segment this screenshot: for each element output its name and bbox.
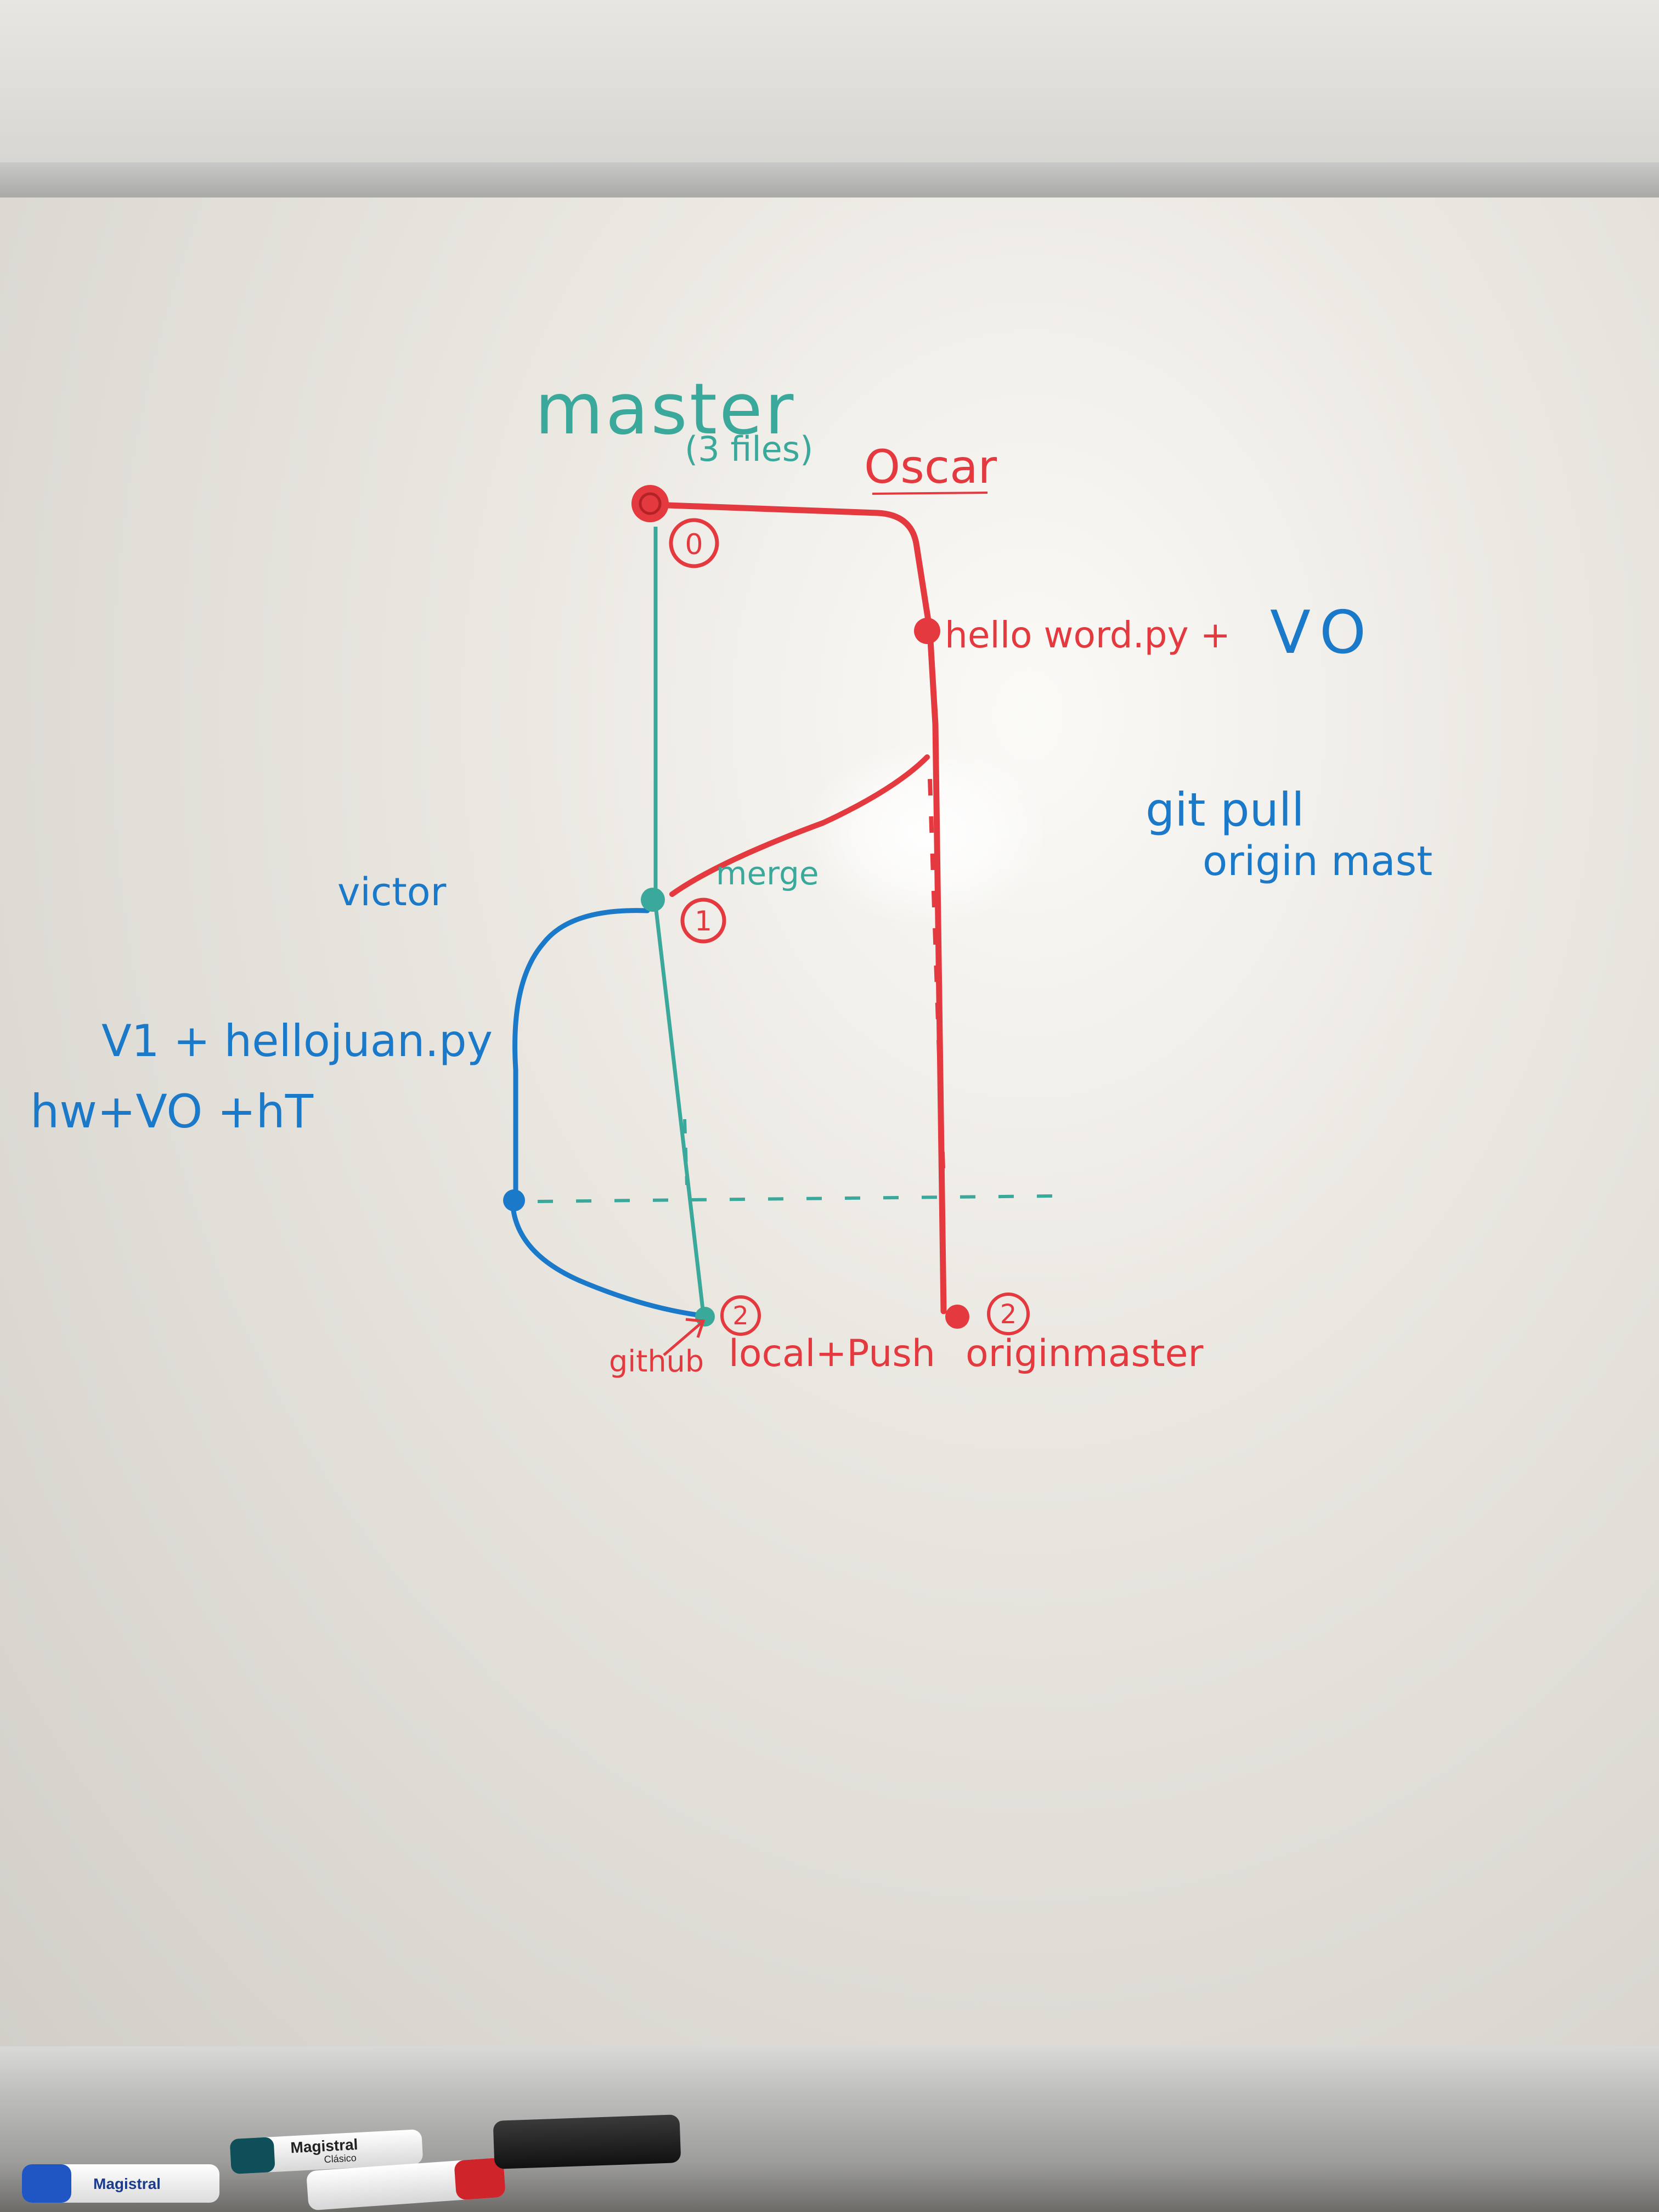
master-dashed-short (683, 1119, 689, 1186)
step-0-label: 0 (685, 528, 703, 561)
merge-curve (669, 754, 930, 897)
victor-label: victor (337, 870, 447, 915)
hw-note: hw+VO +hT (30, 1085, 314, 1138)
origin-master-label: originmaster (966, 1332, 1203, 1375)
master-label: master (535, 369, 795, 450)
blue-marker: Magistral (22, 2164, 219, 2203)
whiteboard-frame-top (0, 162, 1659, 198)
teal-marker-cap (229, 2137, 275, 2175)
github-label: github (609, 1344, 704, 1379)
merge-label: merge (716, 855, 819, 892)
blue-marker-cap (22, 2164, 71, 2203)
victor-merge-curve (510, 1204, 705, 1318)
merge-node (641, 888, 665, 912)
git-pull-line2: origin mast (1203, 838, 1432, 885)
victor-commit-node (503, 1189, 525, 1211)
github-node (695, 1307, 715, 1327)
step-1-label: 1 (695, 905, 712, 937)
teal-marker-sub: Clásico (324, 2152, 357, 2165)
local-push-label: local+Push (729, 1332, 935, 1375)
three-files-label: (3 files) (685, 429, 813, 469)
hello-world-commit-node (914, 618, 940, 644)
marker-tray (0, 2046, 1659, 2212)
step-2b-label: 2 (1000, 1299, 1017, 1330)
wall (0, 0, 1659, 165)
light-glare (812, 746, 1042, 922)
git-pull-line1: git pull (1146, 783, 1305, 837)
oscar-dashed-line (928, 778, 946, 1186)
whiteboard (0, 198, 1659, 2046)
v0-label: VO (1270, 599, 1376, 667)
blue-marker-brand: Magistral (93, 2175, 161, 2192)
step-2b-circle (987, 1293, 1030, 1335)
horizontal-dashed-line (537, 1194, 1054, 1203)
origin-master-node (945, 1305, 969, 1329)
step-1-circle (680, 898, 726, 944)
step-2a-label: 2 (732, 1301, 748, 1330)
hello-world-label: hello word.py + (945, 614, 1231, 656)
master-branch-line-lower (653, 905, 706, 1314)
github-arrow (663, 1321, 703, 1356)
oscar-underline (872, 492, 988, 495)
oscar-branch-line (650, 501, 947, 1314)
initial-commit-node (631, 485, 669, 522)
v1-note: V1 + hellojuan.py (101, 1015, 493, 1066)
initial-commit-node-core (639, 492, 662, 515)
step-0-circle (669, 518, 719, 568)
victor-branch-line (512, 908, 650, 1199)
black-marker (493, 2114, 681, 2169)
step-2a-circle (720, 1295, 761, 1336)
oscar-label: Oscar (864, 440, 997, 494)
github-arrowhead (685, 1318, 706, 1338)
